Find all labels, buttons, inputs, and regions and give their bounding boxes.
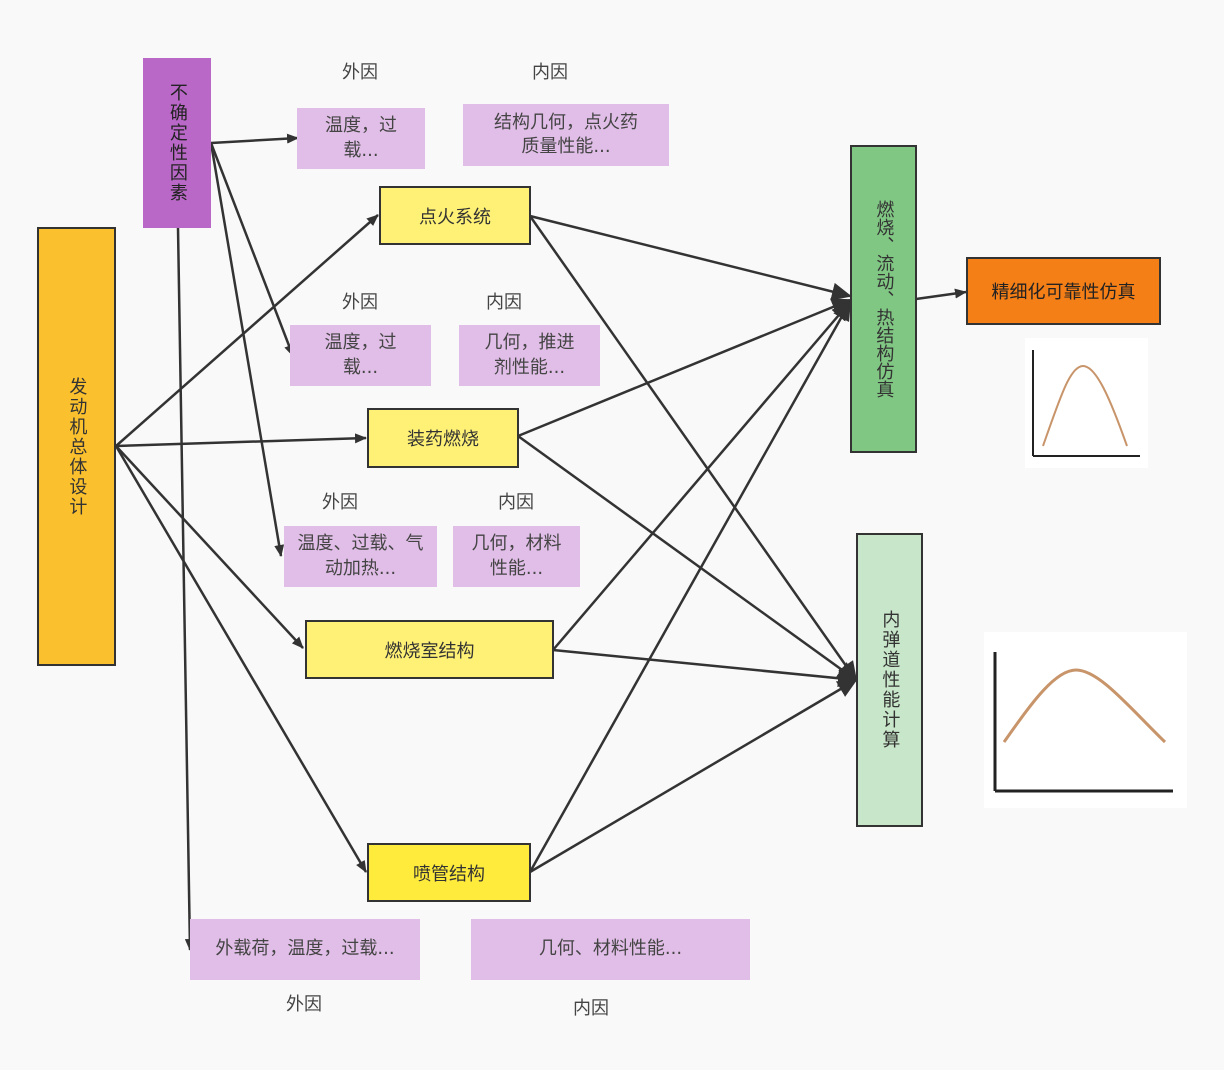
chamber-int-text: 几何，材料性能... bbox=[471, 533, 562, 579]
edge-ignition-calc bbox=[528, 215, 858, 682]
nozzle-ext-heading: 外因 bbox=[286, 994, 322, 1015]
propellant-ext-text: 温度，过载... bbox=[324, 332, 397, 378]
propellant-combustion-node[interactable]: 装药燃烧 bbox=[367, 408, 519, 468]
ignition-int-text: 结构几何，点火药质量性能... bbox=[494, 111, 638, 157]
edge-uncertainty-propellant-factor bbox=[209, 142, 295, 357]
nozzle-structure-label: 喷管结构 bbox=[413, 863, 485, 885]
nozzle-ext-factor: 外载荷，温度，过载... bbox=[190, 919, 420, 980]
edge-nozzle-sim bbox=[528, 300, 852, 873]
chamber-structure-label: 燃烧室结构 bbox=[384, 640, 475, 662]
chamber-ext-factor: 温度、过载、气动加热... bbox=[284, 526, 437, 587]
ignition-ext-factor: 温度，过载... bbox=[297, 108, 425, 169]
edge-sim-reliability bbox=[915, 288, 967, 301]
reliability-curve-plot bbox=[1025, 338, 1148, 468]
propellant-int-text: 几何，推进剂性能... bbox=[484, 332, 575, 378]
chamber-structure-node[interactable]: 燃烧室结构 bbox=[305, 620, 554, 679]
propellant-int-factor: 几何，推进剂性能... bbox=[459, 325, 600, 386]
nozzle-int-factor: 几何、材料性能... bbox=[471, 919, 750, 980]
ignition-ext-heading: 外因 bbox=[342, 62, 378, 83]
nozzle-ext-text: 外载荷，温度，过载... bbox=[215, 938, 395, 960]
propellant-int-heading: 内因 bbox=[486, 292, 522, 313]
edge-engine-propellant bbox=[115, 433, 367, 448]
ignition-int-factor: 结构几何，点火药质量性能... bbox=[463, 104, 669, 166]
propellant-ext-heading: 外因 bbox=[342, 292, 378, 313]
chamber-ext-heading: 外因 bbox=[322, 492, 358, 513]
reliability-sim-label: 精细化可靠性仿真 bbox=[991, 282, 1136, 303]
edge-chamber-calc bbox=[552, 648, 858, 688]
ballistic-calc-label: 内弹道性能计算 bbox=[879, 610, 901, 750]
engine-design-label: 发动机总体设计 bbox=[66, 376, 88, 517]
chamber-int-factor: 几何，材料性能... bbox=[453, 526, 580, 587]
ignition-ext-text: 温度，过载... bbox=[325, 115, 397, 161]
engine-design-node[interactable]: 发动机总体设计 bbox=[37, 227, 116, 666]
combustion-sim-node[interactable]: 燃烧、流动、热结构仿真 bbox=[850, 145, 917, 453]
edge-nozzle-calc bbox=[529, 678, 858, 874]
edge-engine-chamber bbox=[115, 445, 304, 649]
chamber-ext-text: 温度、过载、气动加热... bbox=[297, 533, 424, 579]
ballistic-curve-plot bbox=[984, 632, 1187, 808]
edge-uncertainty-nozzle-factor bbox=[176, 227, 195, 951]
propellant-combustion-label: 装药燃烧 bbox=[407, 429, 479, 450]
reliability-sim-node[interactable]: 精细化可靠性仿真 bbox=[966, 257, 1161, 325]
uncertainty-node[interactable]: 不确定性因素 bbox=[143, 58, 211, 228]
ignition-system-node[interactable]: 点火系统 bbox=[379, 186, 531, 245]
ballistic-curve bbox=[1002, 668, 1167, 744]
edge-ignition-sim bbox=[529, 214, 852, 301]
nozzle-int-heading: 内因 bbox=[573, 998, 609, 1019]
uncertainty-label: 不确定性因素 bbox=[166, 83, 188, 203]
nozzle-structure-node[interactable]: 喷管结构 bbox=[367, 843, 531, 902]
ignition-system-label: 点火系统 bbox=[419, 206, 491, 228]
edge-uncertainty-ignition-factor bbox=[210, 133, 299, 145]
ignition-int-heading: 内因 bbox=[532, 62, 568, 83]
edge-uncertainty-chamber-factor bbox=[209, 142, 285, 557]
propellant-ext-factor: 温度，过载... bbox=[290, 325, 431, 386]
chamber-int-heading: 内因 bbox=[498, 492, 534, 513]
reliability-curve bbox=[1042, 364, 1128, 447]
ballistic-calc-node[interactable]: 内弹道性能计算 bbox=[856, 533, 923, 827]
nozzle-int-text: 几何、材料性能... bbox=[538, 938, 683, 960]
combustion-sim-label: 燃烧、流动、热结构仿真 bbox=[873, 200, 895, 398]
